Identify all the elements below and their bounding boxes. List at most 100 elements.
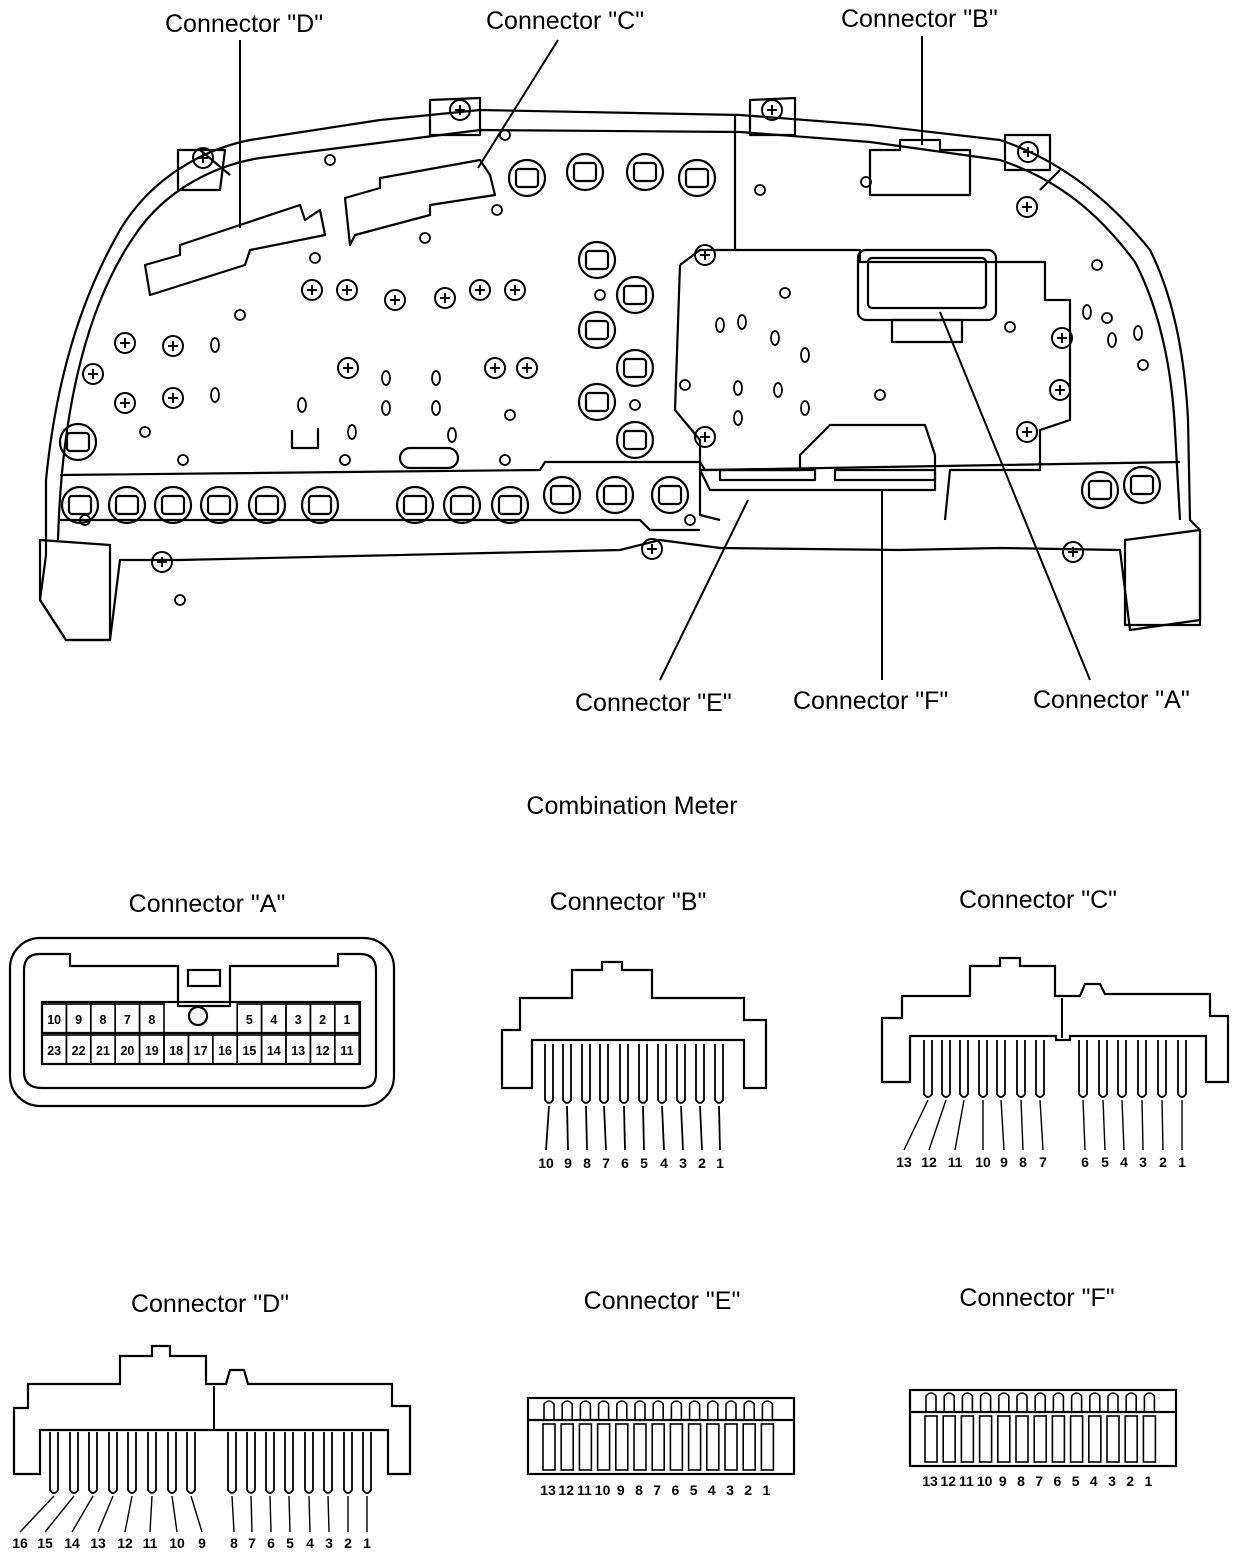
- callout-connector-d: Connector "D": [165, 10, 323, 38]
- screw: [114, 392, 136, 414]
- leader-e: [659, 499, 749, 681]
- connector-d-pin: [49, 1432, 59, 1494]
- connector-b-lead: [680, 1105, 684, 1151]
- connector-b-lead: [718, 1105, 721, 1151]
- connector-e-pin-label: 10: [595, 1482, 611, 1498]
- bulb-socket-inner: [684, 167, 710, 189]
- connector-b-pin: [562, 1044, 572, 1104]
- bulb-socket-inner: [65, 431, 91, 453]
- connector-e-pin-label: 9: [617, 1482, 625, 1498]
- connector-d-pin-label: 16: [12, 1535, 28, 1551]
- connector-c-pin: [1035, 1040, 1045, 1098]
- connector-d-lead: [288, 1495, 291, 1533]
- connector-f-terminal-slot: [960, 1415, 975, 1463]
- connector-a-pin-label: 18: [169, 1044, 183, 1058]
- connector-d-pin-label: 7: [248, 1535, 256, 1551]
- panel-slot: [733, 410, 743, 426]
- connector-f-terminal: [998, 1392, 1010, 1412]
- connector-b-lead: [603, 1105, 607, 1151]
- connector-a-pin-label: 13: [291, 1044, 305, 1058]
- panel-slot: [1133, 325, 1143, 341]
- connector-e-terminal: [761, 1400, 774, 1420]
- bulb-socket: [442, 485, 482, 525]
- screw-cross: [1023, 147, 1033, 157]
- connector-a-pin-label: 22: [72, 1044, 86, 1058]
- connector-f-terminal: [961, 1392, 974, 1412]
- bulb-socket: [625, 152, 665, 192]
- connector-e-pin-label: 2: [744, 1482, 752, 1498]
- screw-cross: [455, 105, 465, 115]
- connector-e-terminal-slot: [742, 1423, 757, 1471]
- connector-d-pin-label: 3: [325, 1535, 333, 1551]
- connector-c-title: Connector "C": [959, 886, 1117, 914]
- connector-a-pin-label: 21: [96, 1044, 110, 1058]
- connector-e-pin-label: 7: [653, 1482, 661, 1498]
- panel-slot: [297, 397, 307, 413]
- panel-slot: [800, 347, 810, 363]
- connector-a-pin-label: 12: [316, 1044, 330, 1058]
- screw: [694, 426, 716, 448]
- screw-cross: [168, 341, 178, 351]
- mounting-screws: [82, 99, 1084, 573]
- connector-f-pin-label: 3: [1108, 1473, 1116, 1489]
- screw: [151, 551, 173, 573]
- connector-d-lead: [71, 1495, 94, 1533]
- panel-hole: [491, 204, 503, 216]
- screw: [449, 99, 471, 121]
- connector-a-pin-label: 17: [194, 1044, 208, 1058]
- connector-f-terminal: [1070, 1392, 1083, 1412]
- connector-f-terminal: [1107, 1392, 1119, 1412]
- screw-cross: [767, 105, 777, 115]
- connector-d-pin: [362, 1432, 372, 1494]
- bulb-socket-inner: [206, 494, 232, 516]
- connector-b-pin-label: 1: [716, 1155, 724, 1171]
- connector-a-cavity: [333, 1003, 360, 1034]
- screw: [469, 279, 491, 301]
- bulb-socket: [395, 485, 435, 525]
- connector-e-terminal: [670, 1400, 683, 1420]
- connector-f-terminal-slot: [1106, 1415, 1120, 1463]
- connector-c-pin: [1177, 1040, 1187, 1098]
- connector-a-pin-label: 5: [246, 1013, 253, 1027]
- screw-cross: [120, 398, 130, 408]
- bulb-socket: [107, 485, 147, 525]
- connector-b-pin: [581, 1044, 591, 1104]
- connector-e-pin-label: 1: [763, 1482, 771, 1498]
- connector-e-terminal-slot: [687, 1423, 702, 1471]
- bulb-socket-inner: [657, 484, 683, 506]
- connector-c-pin: [1117, 1040, 1127, 1098]
- bulb-socket: [1122, 465, 1162, 505]
- connector-d-pin: [265, 1432, 275, 1494]
- bulb-sockets: [58, 152, 1162, 525]
- bulb-socket-inner: [497, 494, 523, 516]
- connector-b-lead: [699, 1105, 703, 1151]
- connector-e-pin-label: 4: [708, 1482, 716, 1498]
- connector-d-lead: [269, 1495, 272, 1533]
- bulb-socket: [615, 420, 655, 460]
- connector-e-terminal-slot: [596, 1423, 611, 1471]
- screw-cross: [168, 393, 178, 403]
- screw: [301, 279, 323, 301]
- connector-e-terminal-slot: [669, 1423, 684, 1471]
- connector-d-lead: [327, 1495, 330, 1533]
- screw-cross: [343, 363, 353, 373]
- connector-d-pin-label: 15: [37, 1535, 53, 1551]
- connector-b-lead: [661, 1105, 665, 1151]
- screw: [641, 538, 663, 560]
- bulb-socket-inner: [584, 319, 610, 341]
- connector-f-terminal-slot: [924, 1415, 938, 1463]
- panel-hole: [419, 232, 431, 244]
- connector-a-pin-label: 14: [267, 1044, 281, 1058]
- connector-c-lead: [903, 1099, 929, 1151]
- connector-e-pin-label: 8: [635, 1482, 643, 1498]
- panel-hole: [1004, 321, 1016, 333]
- screw-cross: [342, 285, 352, 295]
- panel-slot: [1107, 332, 1117, 348]
- screw: [694, 244, 716, 266]
- connector-a-pin-label: 16: [218, 1044, 232, 1058]
- connector-f-terminal: [1016, 1392, 1028, 1412]
